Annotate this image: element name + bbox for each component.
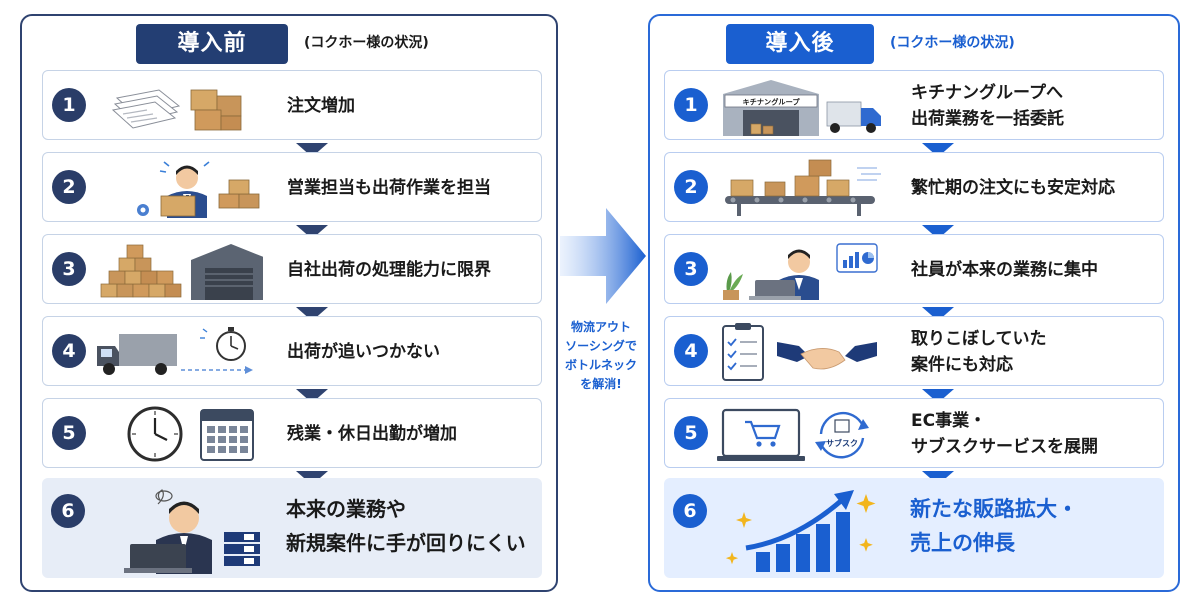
middle-caption-line1: 物流アウト [570,320,631,334]
step-number: 3 [52,252,86,286]
step-number: 1 [52,88,86,122]
after-step-2: 2 繁忙期の注文にも安定対応 [664,152,1164,222]
after-panel: 導入後 (コクホー様の状況) 1 キチナングループ キチナングループへ 出荷業務… [648,14,1180,592]
after-step-3-text: 社員が本来の業務に集中 [911,260,1098,280]
middle-caption-line2: ソーシングで [565,339,637,353]
step-number: 4 [52,334,86,368]
step-number: 6 [51,494,85,528]
ec-subscription-icon: サブスク [717,408,869,461]
step-number: 3 [674,252,708,286]
after-step-5-line2: サブスクサービスを展開 [911,437,1098,457]
before-step-6-line2: 新規案件に手が回りにくい [286,531,526,555]
before-step-2: 2 営業担当も出荷作業を担当 [42,152,542,222]
middle-caption: 物流アウト ソーシングで ボトルネック を解消! [556,318,646,394]
overwhelmed-worker-icon [124,489,260,574]
after-step-4: 4 取りこぼしていた 案件にも対応 [664,316,1164,386]
before-step-6-text: 本来の業務や 新規案件に手が回りにくい [286,492,526,560]
before-step-3-text: 自社出荷の処理能力に限界 [287,260,491,280]
before-step-2-text: 営業担当も出荷作業を担当 [287,178,491,198]
before-step-4-text: 出荷が追いつかない [287,342,440,362]
after-step-1: 1 キチナングループ キチナングループへ 出荷業務を一括委託 [664,70,1164,140]
step-number: 5 [52,416,86,450]
before-step-6-line1: 本来の業務や [286,497,406,521]
after-subtitle: (コクホー様の状況) [890,35,1015,51]
before-step-5-text: 残業・休日出勤が増加 [287,424,457,444]
conveyor-icon [725,159,881,216]
middle-caption-line3: ボトルネック [564,358,637,372]
transition-arrow-icon [560,208,646,304]
before-panel: 導入前 (コクホー様の状況) 1 注文増加 2 [20,14,558,592]
after-step-3: 3 社員が本来の業務に集中 [664,234,1164,304]
after-step-6-text: 新たな販路拡大・ 売上の伸長 [910,492,1078,560]
truck-stopwatch-icon [97,327,253,375]
after-step-1-line2: 出荷業務を一括委託 [911,109,1064,129]
after-step-1-text: キチナングループへ 出荷業務を一括委託 [911,80,1064,132]
after-step-5: 5 サブスク EC事業・ サブスクサービスを展開 [664,398,1164,468]
step-number: 5 [674,416,708,450]
before-step-1: 1 注文増加 [42,70,542,140]
checklist-handshake-icon [722,323,877,381]
after-step-6-line2: 売上の伸長 [910,531,1015,555]
warehouse-sign: キチナングループ [742,98,800,107]
after-step-1-line1: キチナングループへ [911,83,1063,103]
middle-caption-line4: を解消! [580,377,622,391]
after-step-2-text: 繁忙期の注文にも安定対応 [911,178,1115,198]
after-step-5-line1: EC事業・ [911,411,987,431]
before-title: 導入前 [136,24,288,64]
step-number: 2 [674,170,708,204]
before-subtitle: (コクホー様の状況) [304,35,429,51]
step-number: 4 [674,334,708,368]
after-step-5-text: EC事業・ サブスクサービスを展開 [911,408,1098,460]
clock-calendar-icon [127,406,254,462]
after-step-4-line2: 案件にも対応 [911,355,1013,375]
after-step-4-line1: 取りこぼしていた [911,329,1047,349]
paperwork-boxes-icon [111,89,242,131]
warehouse-boxes-icon [100,244,263,300]
growth-chart-icon [725,490,876,572]
warehouse-truck-icon: キチナングループ [723,80,881,136]
focused-worker-icon [723,243,878,300]
step-number: 6 [673,494,707,528]
after-step-4-text: 取りこぼしていた 案件にも対応 [911,326,1047,378]
after-step-6: 6 新たな販路拡大・ 売上の伸長 [664,478,1164,578]
before-step-1-text: 注文増加 [287,96,355,116]
step-number: 2 [52,170,86,204]
before-step-5: 5 残業・休日出勤が増加 [42,398,542,468]
before-step-4: 4 出荷が追いつかない [42,316,542,386]
before-step-6: 6 本来の業務や 新規案件に手が回りにくい [42,478,542,578]
after-step-6-line1: 新たな販路拡大・ [910,497,1078,521]
before-step-3: 3 自社出荷の処理能力に限界 [42,234,542,304]
step-number: 1 [674,88,708,122]
subscription-badge: サブスク [826,438,858,448]
after-title: 導入後 [726,24,874,64]
busy-worker-icon [137,161,260,218]
